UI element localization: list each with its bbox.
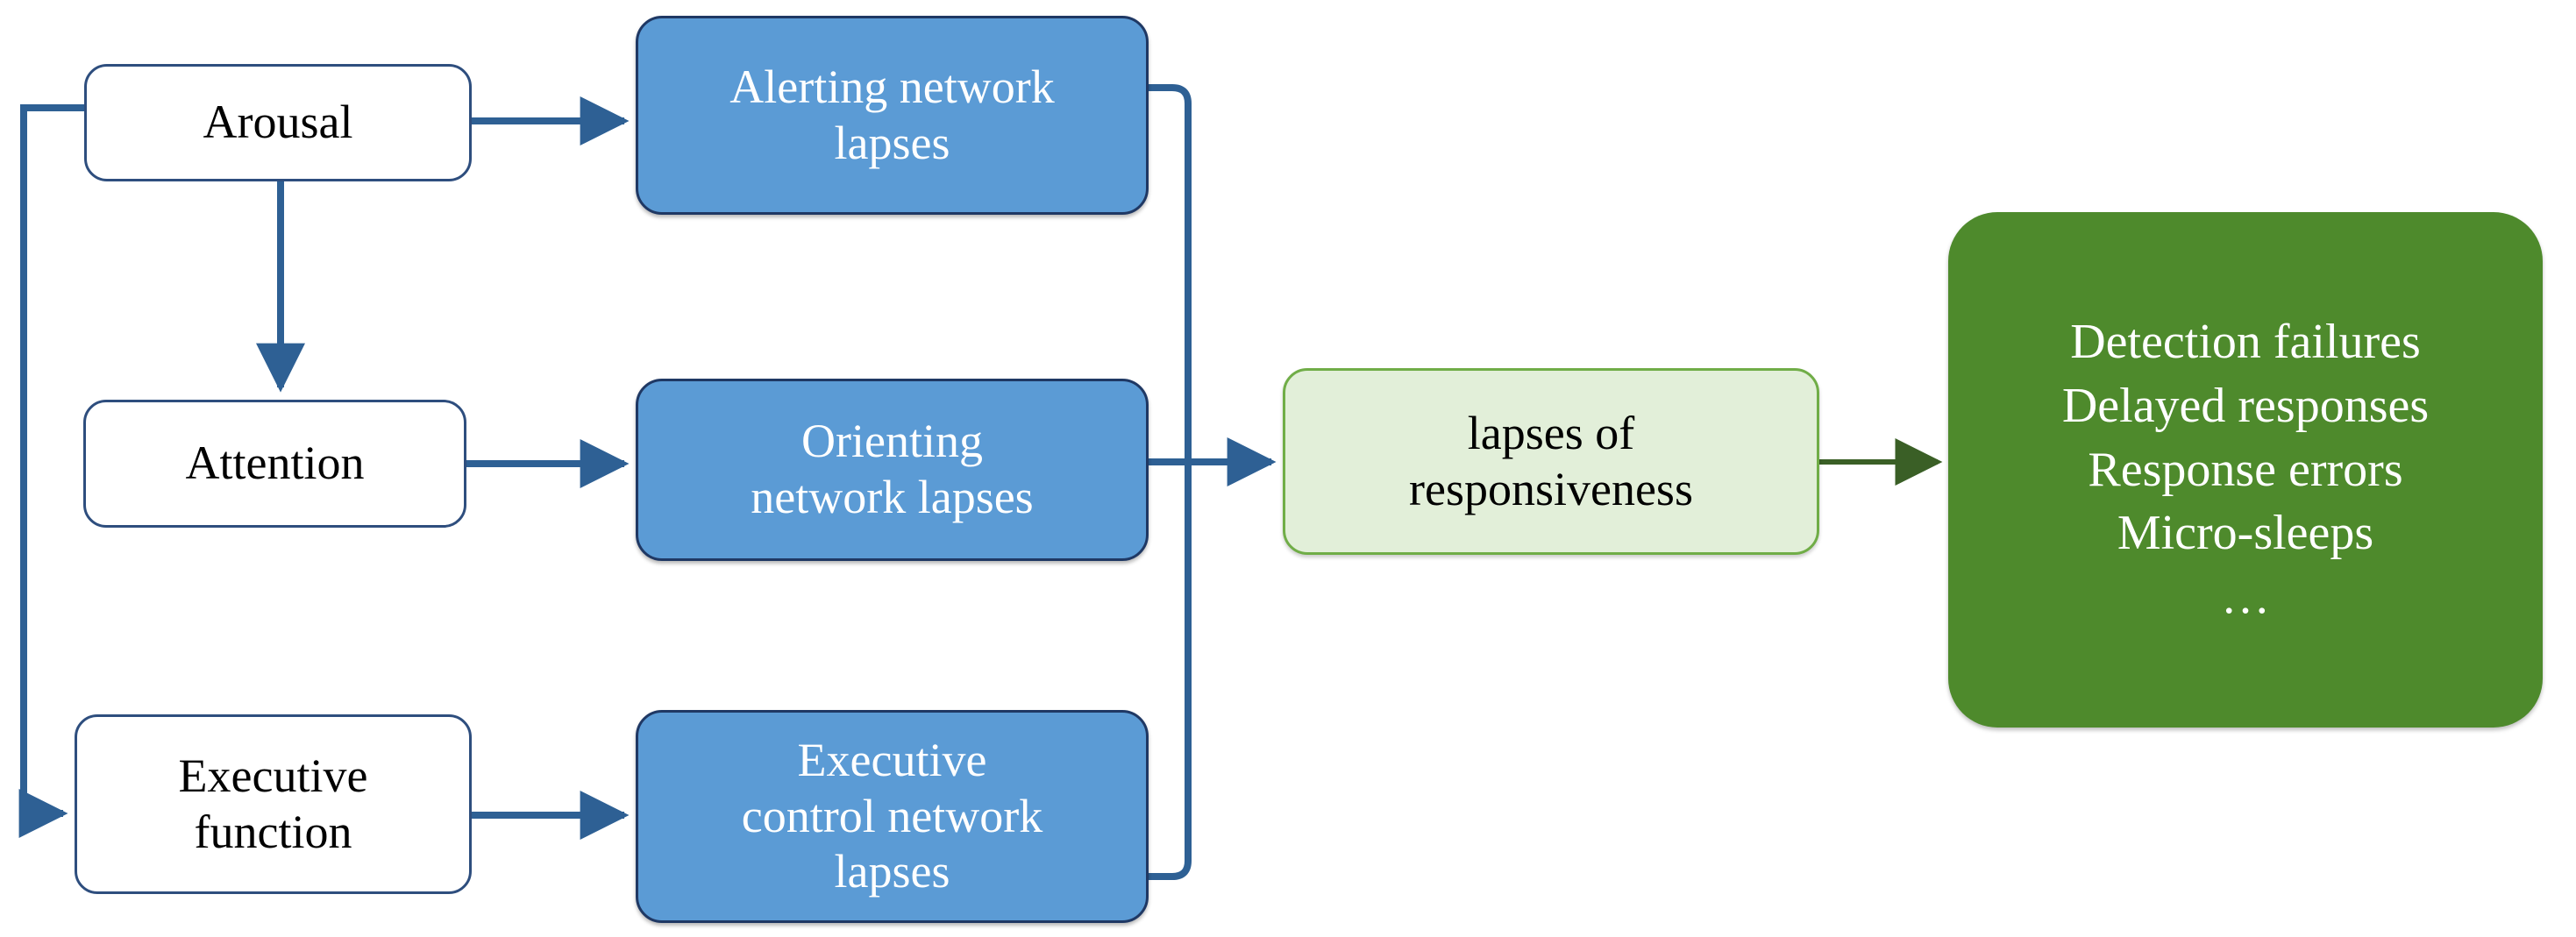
node-alerting-network-lapses[interactable]: Alerting network lapses <box>636 16 1149 215</box>
node-lapses-of-responsiveness-label: lapses of responsiveness <box>1409 406 1693 515</box>
node-lapses-of-responsiveness[interactable]: lapses of responsiveness <box>1283 368 1819 555</box>
node-orienting-network-lapses[interactable]: Orienting network lapses <box>636 379 1149 561</box>
node-executive-function[interactable]: Executive function <box>75 714 472 894</box>
node-executive-control-network-lapses[interactable]: Executive control network lapses <box>636 710 1149 923</box>
node-executive-function-label: Executive function <box>178 749 368 858</box>
node-outcomes-label: Detection failures Delayed responses Res… <box>2061 315 2430 625</box>
node-outcomes[interactable]: Detection failures Delayed responses Res… <box>1948 212 2543 728</box>
node-executive-control-network-lapses-label: Executive control network lapses <box>741 733 1043 898</box>
edge-arousal-to-executive-function <box>18 104 84 838</box>
edge-executive-lapses-to-hub <box>1149 462 1192 880</box>
node-attention[interactable]: Attention <box>83 400 466 528</box>
node-arousal-label: Arousal <box>203 96 353 149</box>
node-arousal[interactable]: Arousal <box>84 64 472 181</box>
node-alerting-network-lapses-label: Alerting network lapses <box>729 60 1055 169</box>
edge-alerting-to-hub <box>1149 84 1192 462</box>
node-orienting-network-lapses-label: Orienting network lapses <box>751 415 1034 523</box>
node-attention-label: Attention <box>185 437 365 490</box>
